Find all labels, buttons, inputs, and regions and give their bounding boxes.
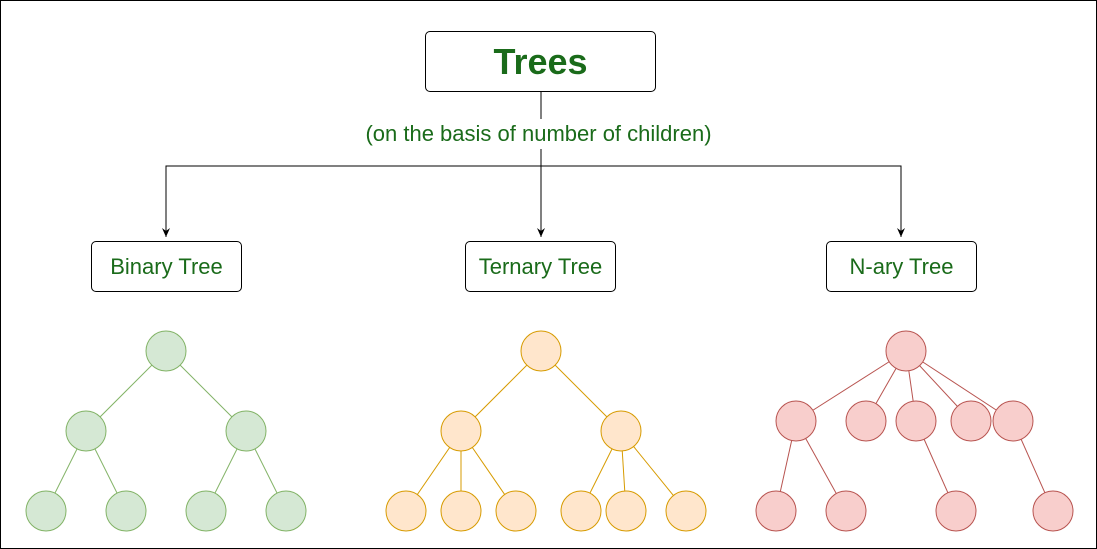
root-node-box: Trees — [425, 31, 656, 92]
nary-tree-box: N-ary Tree — [826, 241, 977, 292]
ternary-tree-node — [560, 490, 602, 532]
root-title: Trees — [493, 40, 588, 82]
ternary-tree-node — [605, 490, 647, 532]
binary-tree-root-node — [145, 330, 187, 372]
nary-tree-node — [755, 490, 797, 532]
nary-tree-node — [992, 400, 1034, 442]
nary-tree-node — [845, 400, 887, 442]
ternary-tree-node — [440, 410, 482, 452]
binary-tree-label: Binary Tree — [110, 253, 223, 279]
binary-tree-box: Binary Tree — [91, 241, 242, 292]
ternary-tree-node — [440, 490, 482, 532]
connector-root-to-binary — [162, 165, 541, 237]
binary-tree-node — [25, 490, 67, 532]
ternary-tree-node — [665, 490, 707, 532]
ternary-tree-illustration — [385, 330, 707, 532]
binary-tree-illustration — [25, 330, 307, 532]
nary-tree-illustration — [755, 330, 1074, 532]
nary-tree-node — [1032, 490, 1074, 532]
ternary-tree-node — [495, 490, 537, 532]
ternary-tree-box: Ternary Tree — [465, 241, 616, 292]
binary-tree-node — [225, 410, 267, 452]
nary-tree-edge — [795, 350, 907, 422]
nary-tree-label: N-ary Tree — [849, 253, 954, 279]
binary-tree-node — [185, 490, 227, 532]
connector-root-to-nary — [541, 165, 905, 237]
nary-tree-node — [950, 400, 992, 442]
nary-tree-node — [935, 490, 977, 532]
nary-tree-node — [775, 400, 817, 442]
nary-tree-edge — [905, 350, 1014, 422]
ternary-tree-node — [385, 490, 427, 532]
classification-basis-label: (on the basis of number of children) — [341, 119, 736, 149]
nary-tree-node — [895, 400, 937, 442]
binary-tree-node — [265, 490, 307, 532]
ternary-tree-label: Ternary Tree — [478, 253, 603, 279]
ternary-tree-node — [600, 410, 642, 452]
binary-tree-node — [105, 490, 147, 532]
connector-lines — [162, 92, 905, 237]
nary-tree-node — [825, 490, 867, 532]
ternary-tree-root-node — [520, 330, 562, 372]
nary-tree-root-node — [885, 330, 927, 372]
binary-tree-node — [65, 410, 107, 452]
